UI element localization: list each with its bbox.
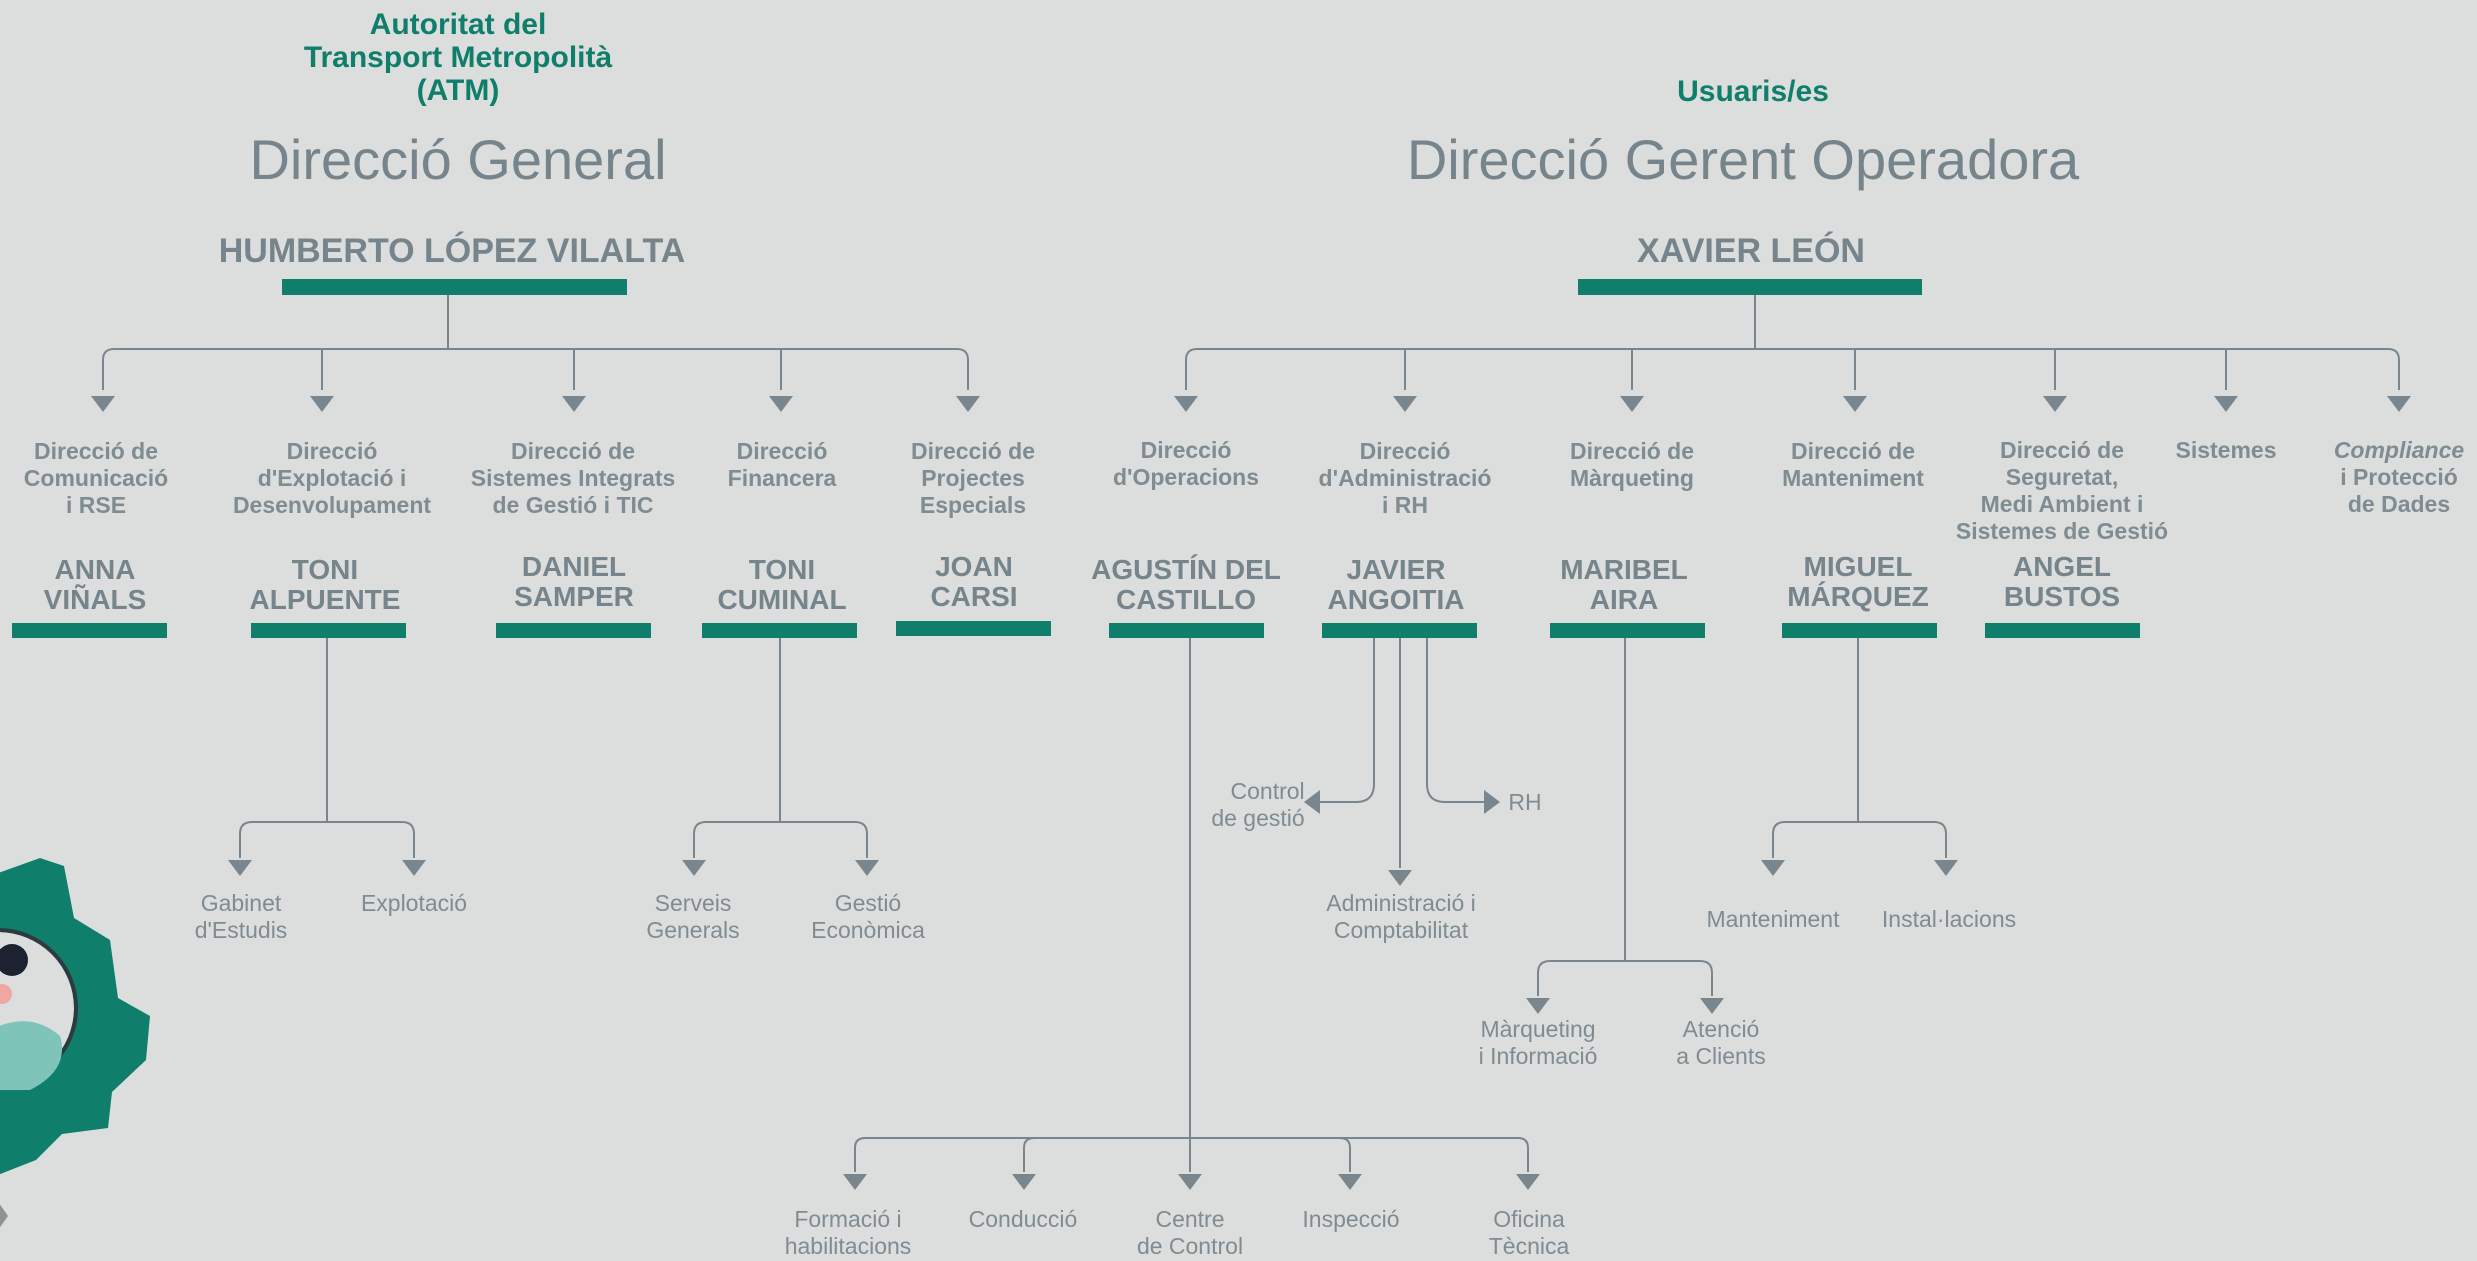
right-title: Direcció Gerent Operadora [1406,128,2080,191]
bar-javier-angoitia [1322,623,1477,638]
bar-maribel-aira [1550,623,1705,638]
bar-toni-cuminal [702,623,857,638]
sub-gabinet-estudis: Gabinet d'Estudis [194,890,288,943]
sub-centre-control: Centre de Control [1136,1206,1244,1259]
atm-label: Autoritat del Transport Metropolità (ATM… [303,8,613,107]
left-title: Direcció General [249,128,667,191]
dept-marqueting: Direcció de Màrqueting [1570,438,1694,491]
sub-inspeccio: Inspecció [1302,1206,1400,1232]
sub-formacio-habilitacions: Formació i habilitacions [784,1206,912,1259]
sub-instal-lacions: Instal·lacions [1881,906,2017,932]
person-anna-vinals: ANNA VIÑALS [43,554,147,615]
bar-joan-carsi [896,621,1051,636]
person-miguel-marquez: MIGUEL MÁRQUEZ [1787,551,1929,612]
sub-administracio-comptabilitat: Administració i Comptabilitat [1326,890,1476,943]
dept-manteniment: Direcció de Manteniment [1782,438,1924,491]
person-agustin-del-castillo: AGUSTÍN DEL CASTILLO [1091,554,1281,615]
person-angel-bustos: ANGEL BUSTOS [2003,551,2121,612]
dept-administracio: Direcció d'Administració i RH [1318,438,1492,518]
person-daniel-samper: DANIEL SAMPER [514,551,634,612]
sub-gestio-economica: Gestió Econòmica [811,890,925,943]
person-maribel-aira: MARIBEL AIRA [1560,554,1688,615]
person-toni-cuminal: TONI CUMINAL [717,554,847,615]
sub-rh: RH [1508,789,1542,815]
sub-control-gestio: Control de gestió [1211,778,1305,831]
person-javier-angoitia: JAVIER ANGOITIA [1327,554,1465,615]
sub-conduccio: Conducció [968,1206,1078,1232]
users-label: Usuaris/es [1677,75,1829,108]
right-head-bar [1578,279,1922,295]
left-head-name: HUMBERTO LÓPEZ VILALTA [218,232,686,270]
sub-serveis-generals: Serveis Generals [646,890,740,943]
right-head-name: XAVIER LEÓN [1637,232,1865,270]
dept-sistemes: Sistemes [2175,437,2277,463]
sub-explotacio: Explotació [360,890,468,916]
sub-marqueting-informacio: Màrqueting i Informació [1478,1016,1598,1069]
dept-sistemes-integrats: Direcció de Sistemes Integrats de Gestió… [470,438,676,518]
bar-toni-alpuente [251,623,406,638]
dept-financera: Direcció Financera [727,438,837,491]
gear-illustration [0,858,150,1228]
sub-atencio-clients: Atenció a Clients [1676,1016,1766,1069]
person-joan-carsi: JOAN CARSI [930,551,1018,612]
bar-anna-vinals [12,623,167,638]
dept-seguretat: Direcció de Seguretat, Medi Ambient i Si… [1955,437,2169,544]
left-head-bar [282,279,627,295]
bar-daniel-samper [496,623,651,638]
dept-comunicacio: Direcció de Comunicació i RSE [23,438,169,518]
bar-agustin-del-castillo [1109,623,1264,638]
dept-explotacio: Direcció d'Explotació i Desenvolupament [232,438,432,518]
sub-oficina-tecnica: Oficina Tècnica [1488,1206,1570,1259]
person-toni-alpuente: TONI ALPUENTE [249,554,401,615]
compliance-italic: Compliance [2333,437,2465,463]
dept-projectes: Direcció de Projectes Especials [911,438,1035,518]
dept-operacions: Direcció d'Operacions [1112,437,1260,490]
bar-angel-bustos [1985,623,2140,638]
sub-manteniment: Manteniment [1706,906,1840,932]
bar-miguel-marquez [1782,623,1937,638]
compliance-rest: i Protecció de Dades [2340,464,2458,517]
